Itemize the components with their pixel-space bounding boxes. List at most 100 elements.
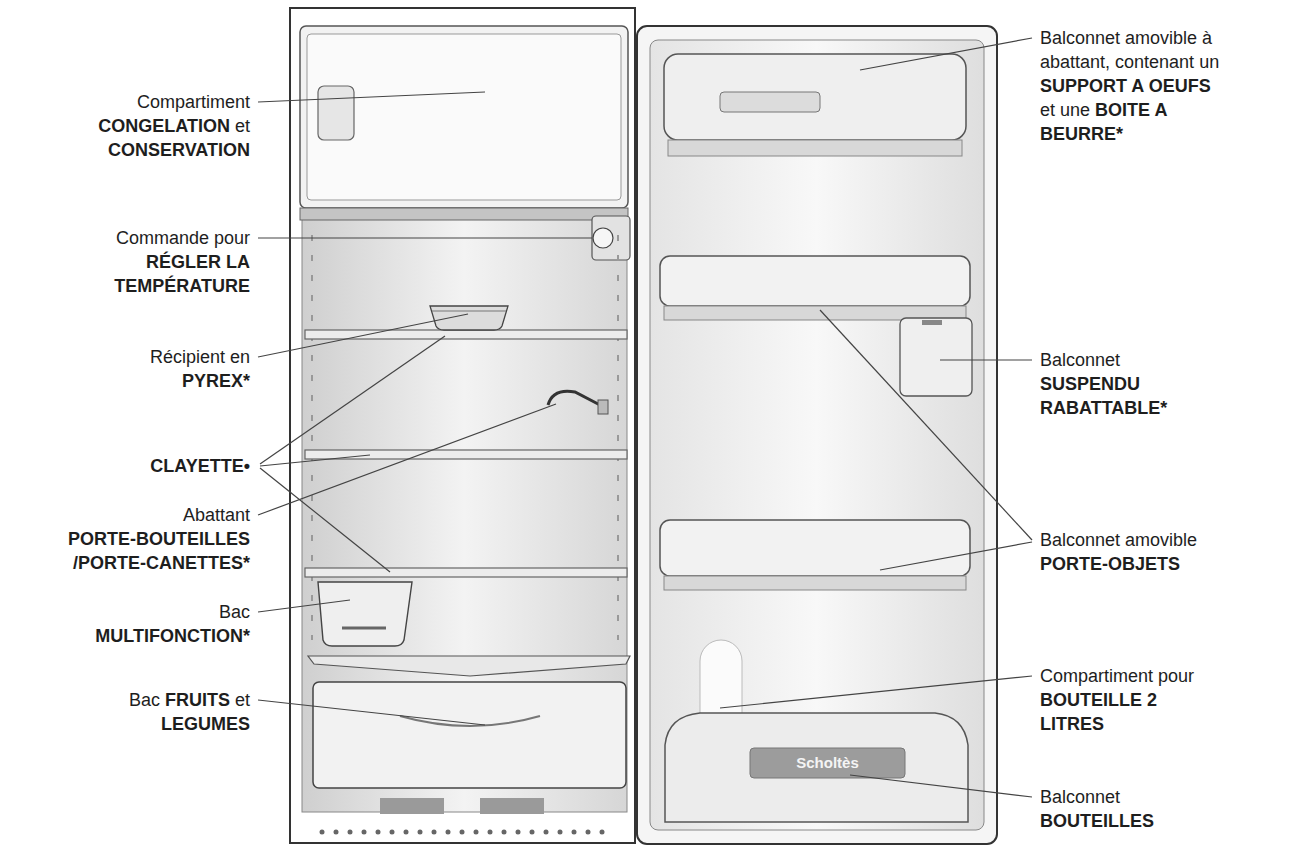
fridge-part: [502, 830, 507, 835]
label-line: RÉGLER LA: [114, 250, 250, 274]
fridge-part: [586, 830, 591, 835]
leader-line: [260, 336, 445, 464]
fridge-part: [900, 318, 972, 396]
label-line: PORTE-BOUTEILLES: [68, 527, 250, 551]
label-line: CLAYETTE•: [150, 454, 250, 478]
leader-line: [432, 311, 506, 312]
label-line: BOUTEILLES: [1040, 809, 1154, 833]
brand-name: Scholtès: [750, 748, 905, 778]
label-line: BOUTEILLE 2: [1040, 688, 1194, 712]
label-line: et uneBOITE A: [1040, 98, 1219, 122]
part-name: FRUITS: [165, 690, 230, 710]
fridge-part: [572, 830, 577, 835]
fridge-part: [300, 208, 628, 220]
fridge-part: [558, 830, 563, 835]
fridge-part: [380, 798, 444, 814]
label-line: BEURRE*: [1040, 122, 1219, 146]
fridge-part: [474, 830, 479, 835]
callout-label: BacFRUITSetLEGUMES: [129, 688, 250, 736]
part-description: et une: [1040, 100, 1090, 120]
fridge-part: [418, 830, 423, 835]
part-name: PORTE-OBJETS: [1040, 554, 1180, 574]
leader-line: [940, 359, 1032, 360]
label-line: BacFRUITSet: [129, 688, 250, 712]
fridge-part: [305, 450, 627, 459]
part-name: BOUTEILLE 2: [1040, 690, 1157, 710]
callout-label: AbattantPORTE-BOUTEILLES/PORTE-CANETTES*: [68, 503, 250, 575]
fridge-part: [488, 830, 493, 835]
leader-line: [342, 627, 386, 630]
part-name: TEMPÉRATURE: [114, 276, 250, 296]
fridge-part: [320, 830, 325, 835]
fridge-part: [750, 748, 905, 778]
label-line: SUSPENDU: [1040, 372, 1167, 396]
part-name: MULTIFONCTION*: [95, 626, 250, 646]
label-line: Abattant: [68, 503, 250, 527]
part-name: LITRES: [1040, 714, 1104, 734]
fridge-part: [446, 830, 451, 835]
part-description: Balconnet amovible à: [1040, 28, 1212, 48]
part-description: Compartiment pour: [1040, 666, 1194, 686]
callout-label: CompartimentCONGELATIONetCONSERVATION: [98, 90, 250, 162]
callout-label: Récipient en PYREX*: [150, 345, 250, 393]
leader-line: [258, 314, 468, 357]
label-line: /PORTE-CANETTES*: [68, 551, 250, 575]
fridge-part: [308, 656, 630, 676]
part-name: PORTE-BOUTEILLES: [68, 529, 250, 549]
part-description: Abattant: [183, 505, 250, 525]
fridge-part: [660, 256, 970, 306]
label-line: SUPPORT A OEUFS: [1040, 74, 1219, 98]
leader-line: [260, 455, 370, 466]
shape-group: [320, 830, 605, 835]
fridge-part: [600, 830, 605, 835]
callout-label: CLAYETTE•: [150, 454, 250, 478]
fridge-part: [313, 682, 626, 788]
part-name: PYREX*: [182, 371, 250, 391]
label-line: Bac: [95, 600, 250, 624]
part-description: Balconnet: [1040, 350, 1120, 370]
fridge-part: [665, 713, 968, 822]
leader-line: [820, 310, 1032, 540]
part-name: SUSPENDU: [1040, 374, 1140, 394]
label-line: RABATTABLE*: [1040, 396, 1167, 420]
leader-line: [720, 676, 1032, 708]
label-line: Balconnet: [1040, 785, 1154, 809]
fridge-part: [664, 54, 966, 140]
part-description: Commande pour: [116, 228, 250, 248]
part-name: CONSERVATION: [108, 140, 250, 160]
label-line: PYREX*: [150, 369, 250, 393]
callout-label: BalconnetBOUTEILLES: [1040, 785, 1154, 833]
fridge-part: [592, 216, 630, 260]
fridge-part: [660, 520, 970, 576]
leader-line: [311, 235, 313, 640]
part-name: SUPPORT A OEUFS: [1040, 76, 1211, 96]
callout-label: BacMULTIFONCTION*: [95, 600, 250, 648]
label-line: Balconnet amovible: [1040, 528, 1197, 552]
fridge-part: [362, 830, 367, 835]
fridge-part: [432, 830, 437, 835]
label-line: MULTIFONCTION*: [95, 624, 250, 648]
fridge-part: [720, 92, 820, 112]
part-description: abattant, contenant un: [1040, 52, 1219, 72]
fridge-part: [430, 306, 508, 330]
label-line: Commande pour: [114, 226, 250, 250]
part-description: et: [235, 690, 250, 710]
part-description: Récipient en: [150, 347, 250, 367]
label-line: Compartiment pour: [1040, 664, 1194, 688]
callout-label: Balconnet amoviblePORTE-OBJETS: [1040, 528, 1197, 576]
callout-label: Compartiment pourBOUTEILLE 2 LITRES: [1040, 664, 1194, 736]
fridge-part: [460, 830, 465, 835]
fridge-part: [348, 830, 353, 835]
label-line: TEMPÉRATURE: [114, 274, 250, 298]
fridge-part: [376, 830, 381, 835]
label-line: CONGELATIONet: [98, 114, 250, 138]
leader-line: [860, 38, 1032, 70]
leader-line: [260, 468, 390, 572]
fridge-part: [404, 830, 409, 835]
label-line: CONSERVATION: [98, 138, 250, 162]
fridge-part: [598, 400, 608, 414]
fridge-part: [290, 8, 635, 843]
callout-label: BalconnetSUSPENDURABATTABLE*: [1040, 348, 1167, 420]
leader-line: [880, 542, 1032, 570]
label-line: abattant, contenant un: [1040, 50, 1219, 74]
